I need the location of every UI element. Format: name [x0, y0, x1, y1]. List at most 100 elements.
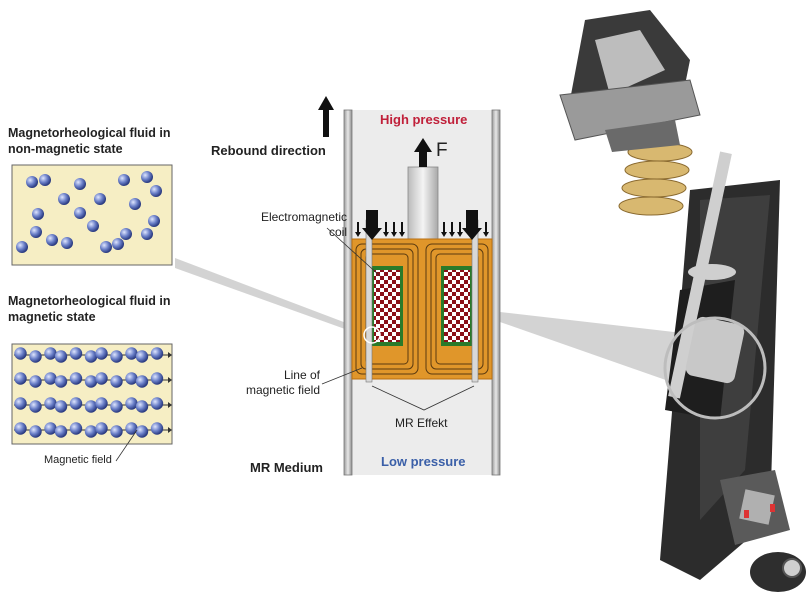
magnetic-field-leader: [115, 429, 138, 462]
field-arrow-icon: [168, 427, 172, 433]
chained-particle: [29, 425, 42, 438]
chained-particle: [150, 422, 164, 435]
free-particles: [16, 171, 162, 253]
coil-label-leader: [326, 227, 381, 277]
chained-particle: [54, 375, 68, 388]
particle: [32, 208, 44, 220]
chained-particle: [125, 397, 138, 410]
chained-particle: [54, 400, 68, 413]
low-pressure-label: Low pressure: [381, 454, 466, 469]
particle: [26, 176, 38, 188]
zoom-beam-left: [175, 258, 370, 338]
particle: [30, 226, 42, 238]
chained-particle: [84, 350, 98, 363]
chained-particle: [150, 372, 164, 385]
field-arrow-icon: [168, 377, 172, 383]
coil-label-line2: coil: [328, 225, 347, 239]
particle: [46, 234, 58, 246]
particle: [61, 237, 73, 249]
field-line-label2: magnetic field: [245, 383, 320, 397]
zoom-circle-shock: [663, 316, 767, 420]
chained-particle: [110, 375, 123, 388]
field-arrow-icon: [168, 402, 172, 408]
particle: [100, 241, 112, 253]
electromagnetic-coil-left: [374, 270, 400, 342]
mr-effect-leader: [371, 385, 475, 411]
chained-particle: [135, 425, 149, 438]
particle: [148, 215, 160, 227]
particle: [141, 228, 153, 240]
particle: [94, 193, 106, 205]
electromagnetic-coil-right: [444, 270, 470, 342]
particle: [16, 241, 28, 253]
chained-particle: [14, 422, 27, 435]
non-magnetic-title-line1: Magnetorheological fluid in: [8, 126, 171, 140]
chained-particle: [54, 350, 68, 363]
coil-label-line1: Electromagnetic: [260, 210, 347, 224]
field-arrow-icon: [168, 352, 172, 358]
mr-gap-left: [365, 219, 373, 383]
chained-particle: [110, 350, 123, 363]
rebound-arrow-icon: [318, 96, 334, 137]
chained-particle: [150, 347, 164, 360]
particle: [150, 185, 162, 197]
chained-particle: [69, 347, 83, 360]
rebound-direction-label: Rebound direction: [211, 143, 326, 158]
flow-arrows: [355, 210, 489, 240]
particle: [118, 174, 130, 186]
chained-particle: [110, 400, 123, 413]
chained-particle: [14, 347, 27, 360]
chained-particle: [14, 397, 27, 410]
chained-particle: [150, 397, 164, 410]
particle: [120, 228, 132, 240]
field-line-label1: Line of: [283, 368, 320, 382]
mr-medium-label: MR Medium: [250, 460, 323, 475]
chained-particle: [44, 347, 57, 360]
field-line-leader: [321, 367, 363, 385]
magnetic-field-label: Magnetic field: [44, 454, 112, 466]
magnetic-title-line1: Magnetorheological fluid in: [8, 294, 171, 308]
chained-particle: [135, 375, 149, 388]
piston-rod: [407, 166, 439, 240]
non-magnetic-title-line2: non-magnetic state: [8, 142, 123, 156]
particle: [74, 207, 86, 219]
chained-particle: [44, 422, 57, 435]
chained-particle: [84, 400, 98, 413]
chained-particle: [14, 372, 27, 385]
particle: [129, 198, 141, 210]
particle-chains: [14, 347, 172, 438]
chained-particle: [110, 425, 123, 438]
particle: [39, 174, 51, 186]
particle: [74, 178, 86, 190]
chained-particle: [44, 397, 57, 410]
particle: [58, 193, 70, 205]
mr-gap-right: [471, 219, 479, 383]
mr-effect-label: MR Effekt: [395, 416, 448, 430]
force-label: F: [436, 140, 448, 161]
high-pressure-label: High pressure: [380, 112, 468, 127]
chained-particle: [95, 372, 108, 385]
cylinder-wall-right: [491, 109, 501, 476]
zoom-beam-right: [500, 312, 700, 392]
chained-particle: [69, 422, 83, 435]
chained-particle: [29, 400, 42, 413]
chained-particle: [69, 397, 83, 410]
chained-particle: [29, 350, 42, 363]
chained-particle: [84, 425, 98, 438]
chained-particle: [84, 375, 98, 388]
particle: [112, 238, 124, 250]
chained-particle: [125, 422, 138, 435]
chained-particle: [54, 425, 68, 438]
chained-particle: [69, 372, 83, 385]
shock-absorber-illustration: [559, 10, 806, 592]
particle: [141, 171, 153, 183]
cylinder-wall-left: [343, 109, 353, 476]
chained-particle: [29, 375, 42, 388]
zoom-marker-circle: [363, 326, 381, 344]
chained-particle: [95, 397, 108, 410]
particle: [87, 220, 99, 232]
magnetic-title-line2: magnetic state: [8, 310, 96, 324]
chained-particle: [44, 372, 57, 385]
chained-particle: [135, 350, 149, 363]
